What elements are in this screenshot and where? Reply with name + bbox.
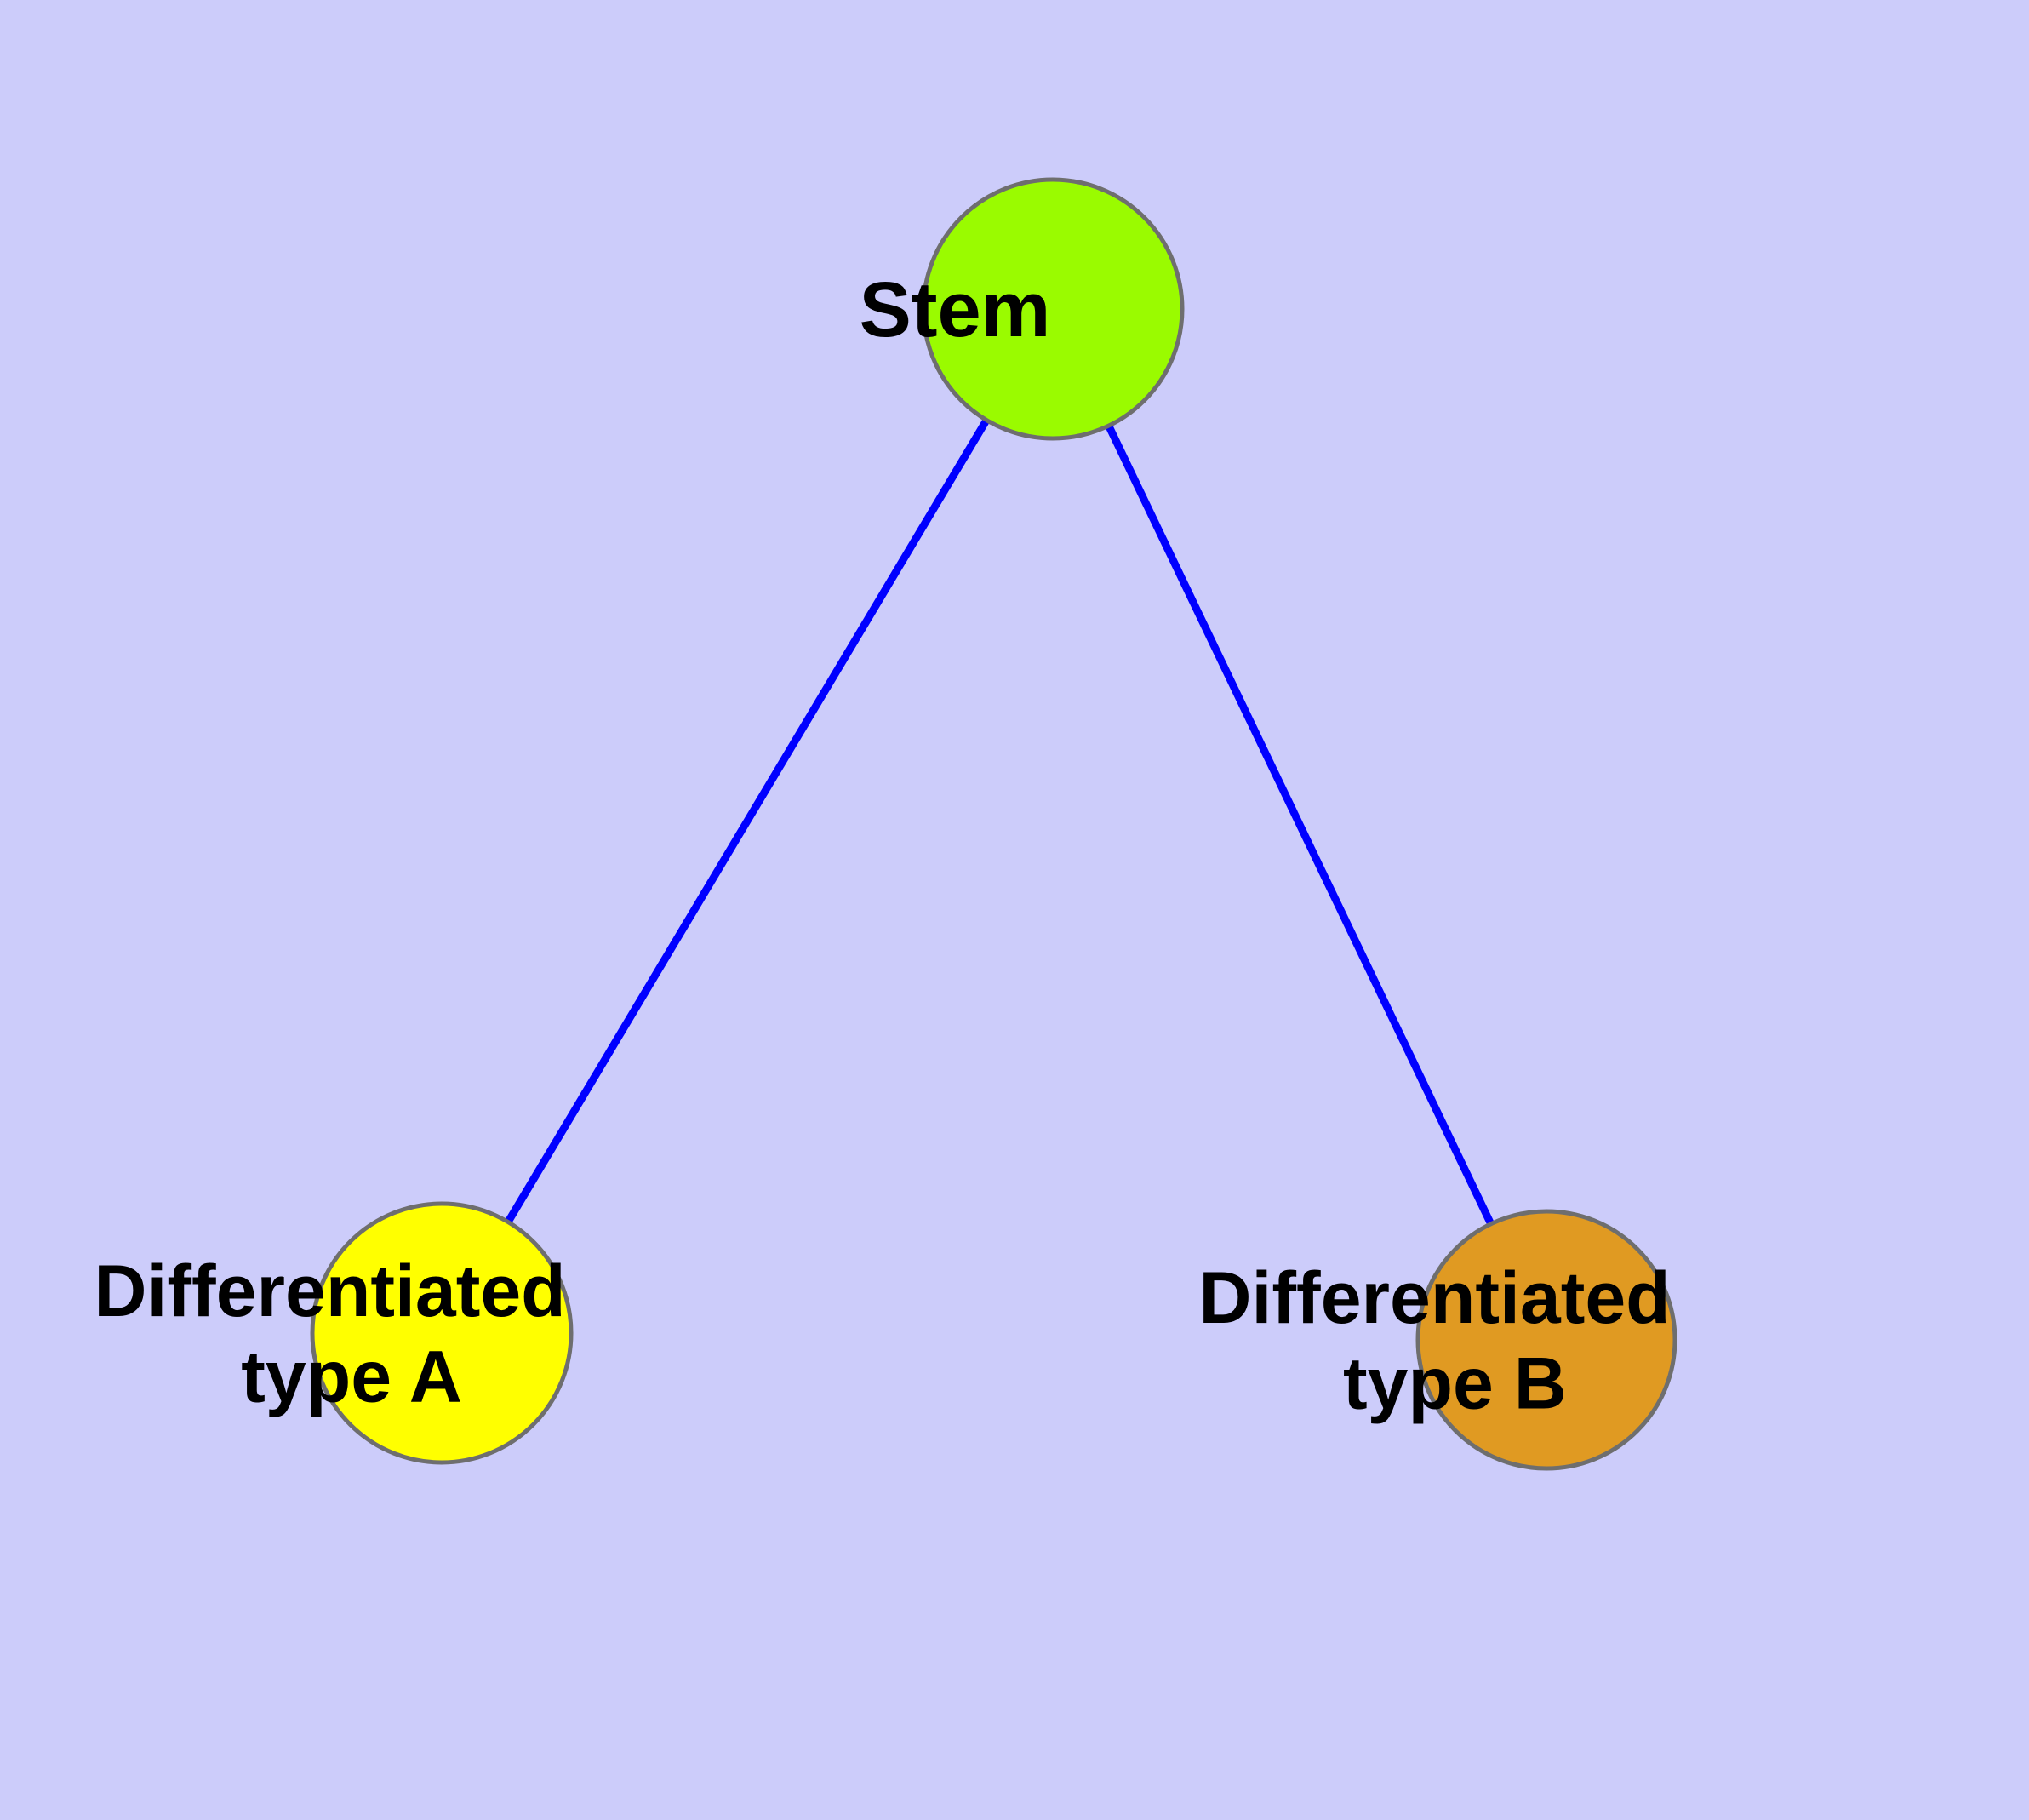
node-stem[interactable]: Stem bbox=[0, 0, 1247, 441]
node-stem-circle[interactable] bbox=[921, 177, 1185, 441]
node-differentiated-type-b[interactable]: Differentiated type B bbox=[0, 0, 1895, 1471]
node-differentiated-type-b-label-line-2: type B bbox=[1343, 1342, 1567, 1424]
node-differentiated-type-a-label-line-2: type A bbox=[241, 1336, 460, 1417]
node-layer: Stem Differentiated type A Differentiate… bbox=[0, 0, 1895, 1471]
edge-layer bbox=[438, 306, 1551, 1342]
node-differentiated-type-a-label-line-1: Differentiated bbox=[94, 1251, 565, 1332]
edge-stem-to-differentiated-type-b[interactable] bbox=[1049, 307, 1551, 1342]
node-differentiated-type-a-circle[interactable] bbox=[310, 1201, 574, 1465]
node-differentiated-type-b-label-line-1: Differentiated bbox=[1198, 1257, 1670, 1339]
node-differentiated-type-b-circle[interactable] bbox=[1415, 1209, 1677, 1471]
node-differentiated-type-b-label: Differentiated type B bbox=[1198, 1257, 1670, 1425]
node-differentiated-type-a-label: Differentiated type A bbox=[0, 0, 790, 1417]
edge-stem-to-differentiated-type-a[interactable] bbox=[438, 306, 1056, 1336]
node-differentiated-type-a[interactable]: Differentiated type A bbox=[0, 0, 790, 1465]
node-stem-label-line-1: Stem bbox=[859, 266, 1050, 353]
node-stem-label: Stem bbox=[0, 0, 1247, 353]
